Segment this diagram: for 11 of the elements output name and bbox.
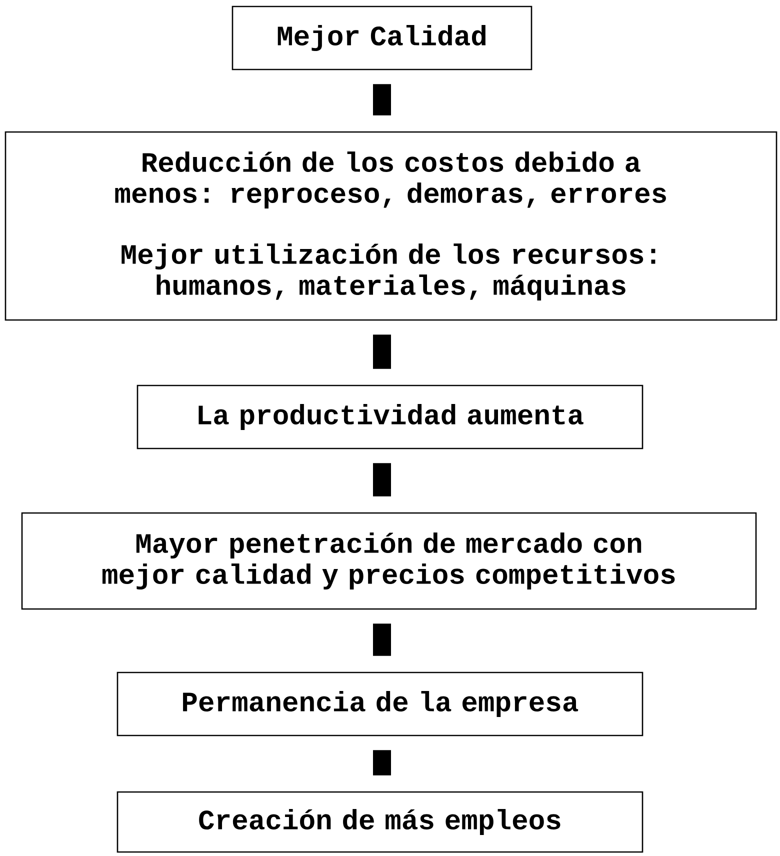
process-box: La productividad aumenta bbox=[136, 384, 644, 450]
connector-bar bbox=[373, 334, 391, 369]
connector-bar bbox=[373, 463, 391, 496]
process-box: Mejor Calidad bbox=[232, 6, 532, 70]
connector-bar bbox=[373, 624, 391, 656]
connector-bar bbox=[373, 750, 391, 776]
process-box: Creación de más empleos bbox=[116, 791, 644, 853]
process-box: Mayor penetración de mercado con mejor calidad y precios competitivos bbox=[21, 512, 757, 610]
connector-bar bbox=[373, 84, 391, 116]
process-box: Permanencia de la empresa bbox=[116, 672, 644, 736]
process-box: Reducción de los costos debido a menos: reproceso, demoras, errores Mejor utilización de los recursos: humanos, materiales, máquinas bbox=[4, 131, 778, 321]
